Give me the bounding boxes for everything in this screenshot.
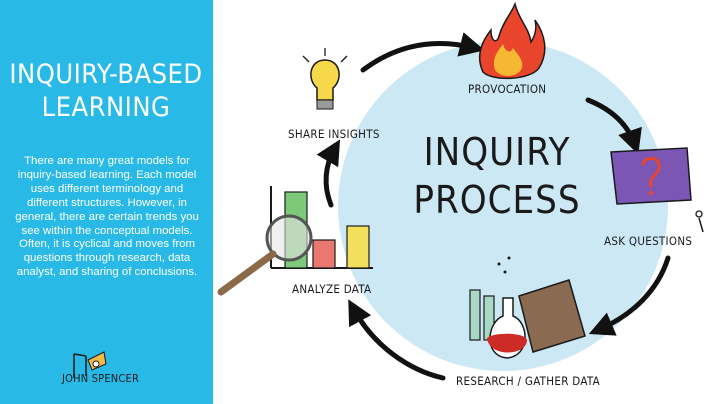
fire-icon — [479, 1, 546, 80]
signature-text: JOHN SPENCER — [62, 372, 140, 385]
sidebar-description: There are many great models for inquiry-… — [15, 155, 199, 279]
sidebar-title-line2: LEARNING — [41, 92, 171, 123]
arrow-share-to-provocation — [360, 32, 485, 73]
background-circle — [338, 41, 668, 371]
lightbulb-icon — [302, 48, 348, 110]
arrow-analyze-to-share — [316, 139, 341, 208]
arrow-provocation-to-questions — [585, 97, 642, 155]
lab-flasks-icon — [469, 256, 586, 359]
center-title-line2: PROCESS — [413, 178, 581, 222]
sidebar-title-line1: INQUIRY-BASED — [9, 59, 203, 90]
inquiry-cycle-diagram — [217, 1, 704, 381]
bar-chart-magnifier-icon — [217, 186, 373, 296]
step-label-analyze-data: ANALYZE DATA — [292, 282, 372, 296]
center-title: INQUIRY PROCESS — [397, 128, 597, 224]
step-label-ask-questions: ASK QUESTIONS — [604, 234, 693, 248]
signature-drawing-icon — [73, 351, 107, 378]
arrow-research-to-analyze — [348, 299, 446, 381]
step-label-research: RESEARCH / GATHER DATA — [456, 374, 600, 388]
arrow-questions-to-research — [588, 255, 671, 336]
center-title-line1: INQUIRY — [423, 130, 571, 174]
step-label-provocation: PROVOCATION — [468, 82, 547, 96]
question-sign-icon — [610, 147, 704, 233]
sidebar-panel: INQUIRY-BASED LEARNING There are many gr… — [0, 0, 213, 404]
step-label-share-insights: SHARE INSIGHTS — [288, 127, 380, 141]
sidebar-title: INQUIRY-BASED LEARNING — [6, 58, 206, 124]
